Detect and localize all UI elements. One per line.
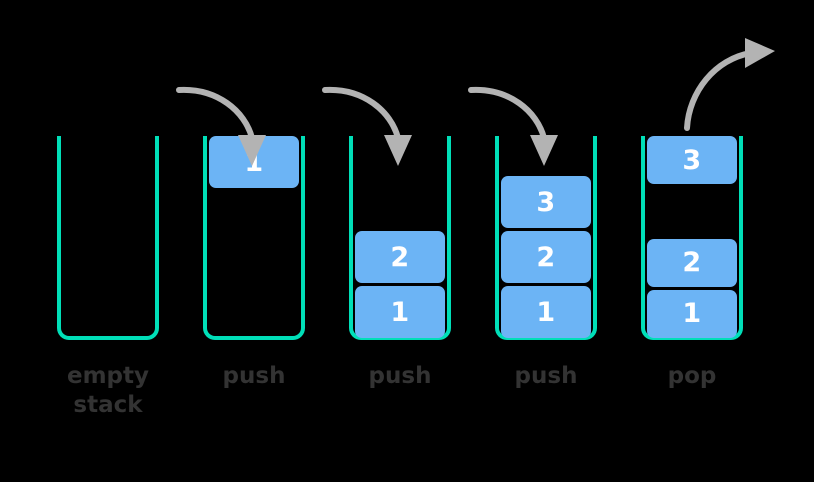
stack-column-empty-stack: empty stack [33,0,183,482]
stack-gap [647,187,737,235]
stack-block-3[interactable]: 3 [647,136,737,185]
stack-blocks-empty-stack [63,136,153,338]
stack-block-3[interactable]: 3 [501,176,591,228]
stack-container-push-1 [203,136,305,340]
stack-block-1[interactable]: 1 [209,136,299,188]
column-caption-empty-stack: empty stack [66,363,150,418]
stack-container-push-3 [495,136,597,340]
stack-container-push-2 [349,136,451,340]
stack-blocks-push-1: 1 [209,136,299,338]
stack-block-2[interactable]: 2 [355,231,445,283]
column-caption-pop-3: pop [667,363,717,389]
stack-block-1[interactable]: 1 [647,289,737,338]
stack-container-empty-stack [57,136,159,340]
stack-container-pop-3 [641,136,743,340]
column-caption-push-3: push [514,363,578,389]
stack-block-2[interactable]: 2 [501,231,591,283]
stack-block-1[interactable]: 1 [501,286,591,338]
column-caption-push-1: push [222,363,286,389]
column-caption-push-2: push [368,363,432,389]
stack-block-1[interactable]: 1 [355,286,445,338]
stack-block-2[interactable]: 2 [647,238,737,287]
stack-column-push-1: 1 push [179,0,329,482]
